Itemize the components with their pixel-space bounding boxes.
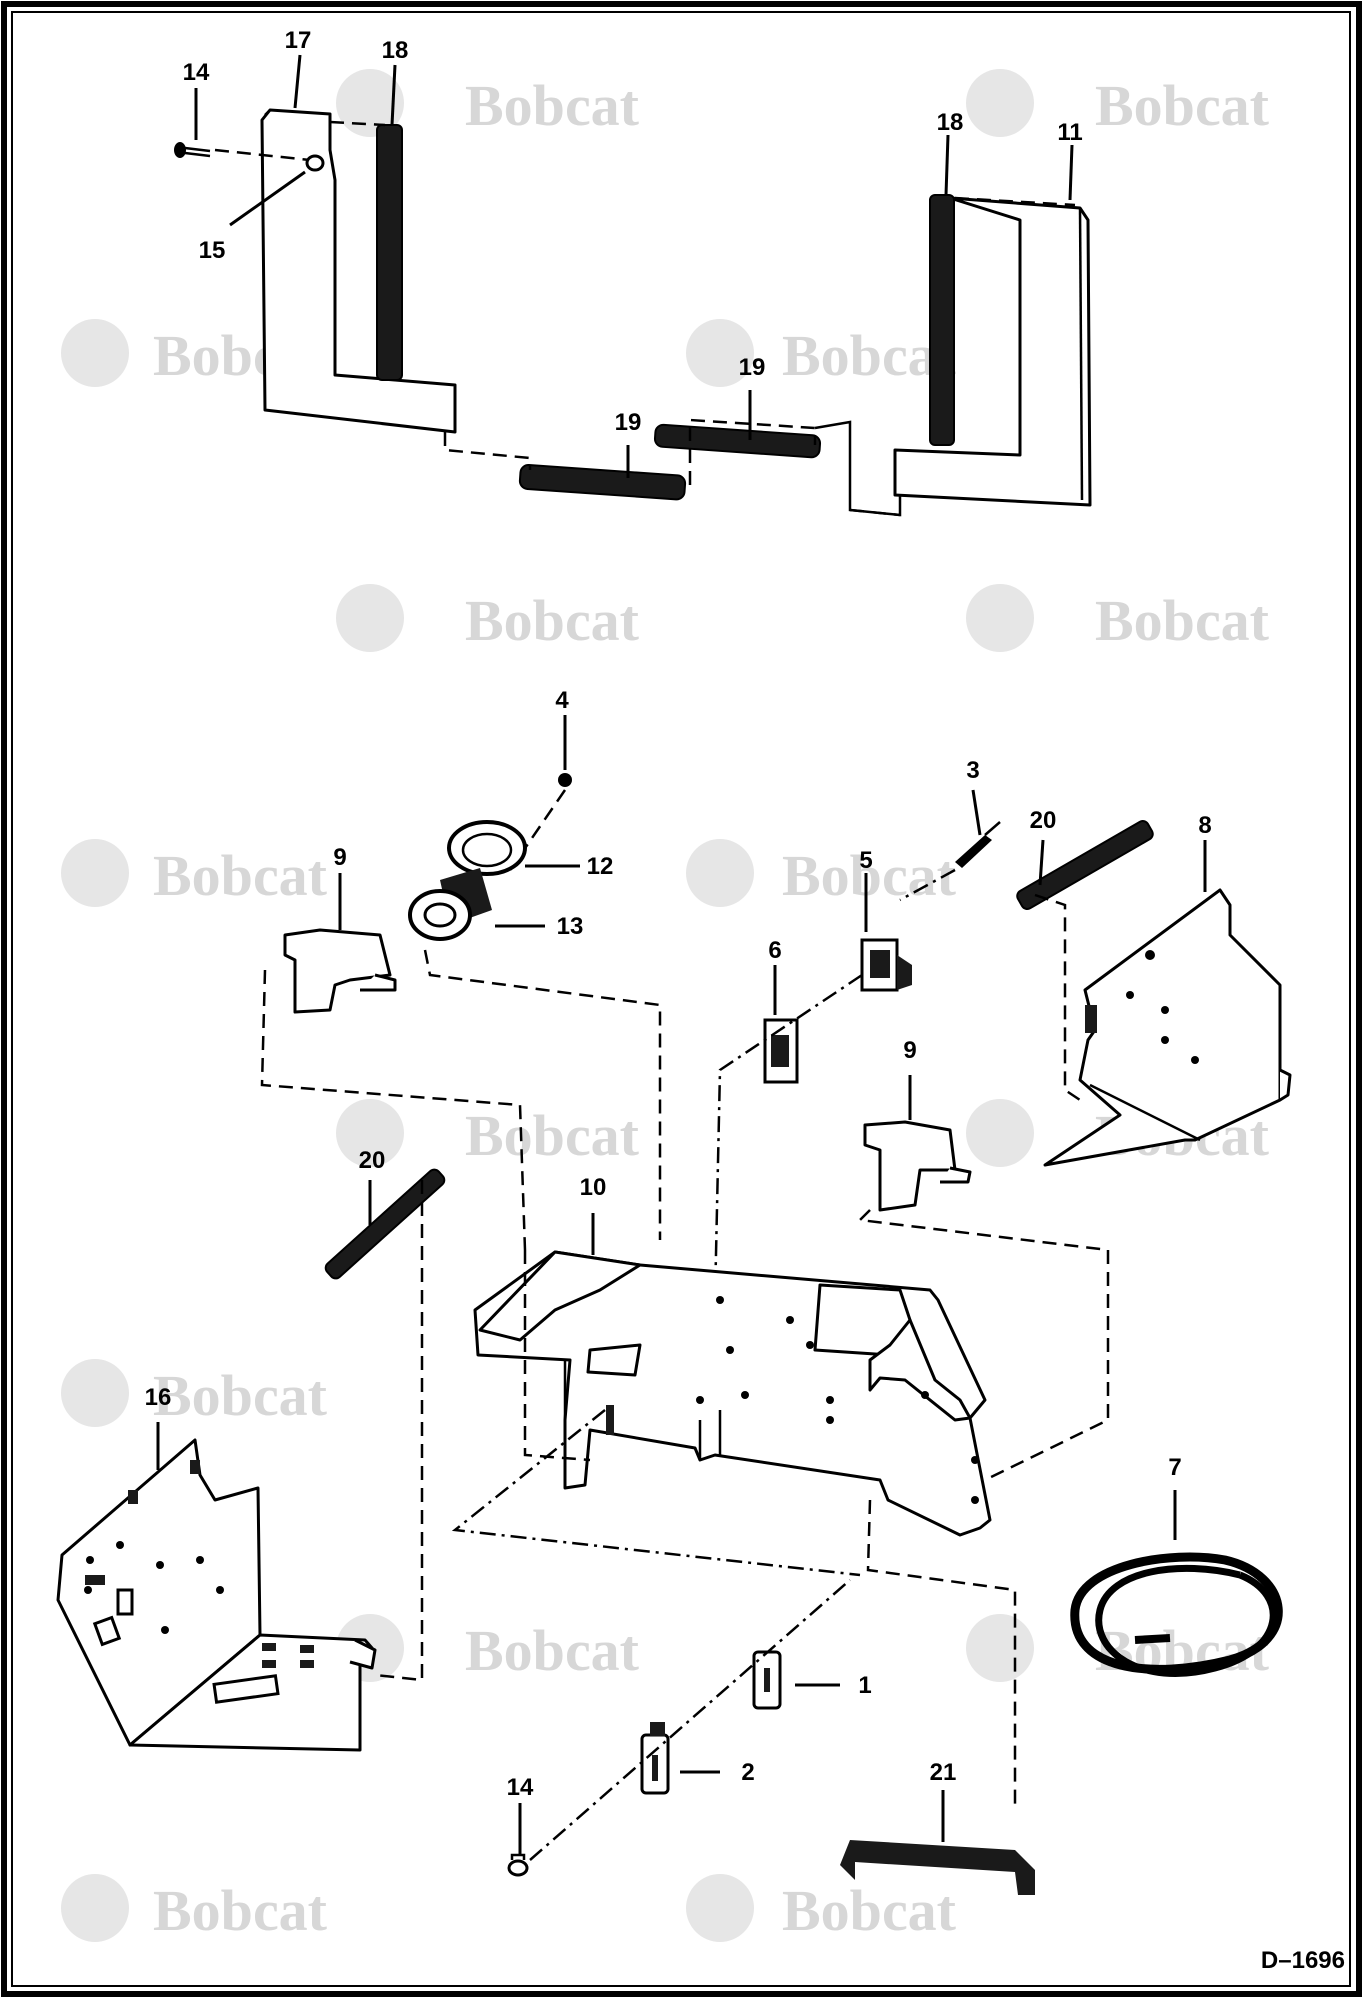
svg-text:Bobcat: Bobcat [1095,588,1270,653]
washer-15 [305,154,325,172]
callout-label: 6 [768,937,781,964]
watermark: Bobcat [61,1359,328,1428]
seal-strip-18-right [929,194,955,446]
drawing-code: D–1696 [1261,1947,1345,1974]
watermark: Bobcat [61,1874,328,1943]
seal-strip-18-left [376,124,403,381]
handle-21 [840,1840,1035,1895]
watermark: Bobcat [336,1099,640,1168]
svg-text:Bobcat: Bobcat [465,73,640,138]
bolt-14-top [174,142,211,158]
svg-text:Bobcat: Bobcat [1095,73,1270,138]
clip-2 [640,1722,670,1795]
main-panel-10 [473,1250,992,1537]
watermark: Bobcat [686,839,957,908]
callout-label: 5 [859,847,872,874]
callout-label: 9 [903,1037,916,1064]
bracket-9-right [863,1120,972,1212]
callout-label: 17 [285,27,312,54]
svg-text:Bobcat: Bobcat [465,1618,640,1683]
hose-7 [1070,1552,1283,1677]
callout-label: 16 [145,1384,172,1411]
seal-strip-20-lower [324,1168,446,1280]
callout-label: 15 [199,237,226,264]
callout-label: 4 [555,687,569,714]
svg-text:Bobcat: Bobcat [153,1878,328,1943]
seal-strip-19-lower [518,463,687,501]
right-side-panel-11 [893,196,1092,507]
seal-strip-19-upper [653,423,822,459]
switch-5 [860,938,912,992]
callout-label: 10 [580,1174,607,1201]
drawing-border-inner [11,11,1351,1987]
callout-label: 14 [507,1774,534,1801]
watermark: Bobcat [336,584,640,653]
gauge-body-13 [408,868,492,941]
watermark: Bobcat [61,839,328,908]
screw-14-bottom [507,1853,529,1877]
watermark: Bobcat [686,319,957,388]
callout-label: 19 [615,409,642,436]
svg-text:Bobcat: Bobcat [782,843,957,908]
callout-label: 14 [183,59,210,86]
svg-text:Bobcat: Bobcat [153,843,328,908]
callout-label: 8 [1198,812,1211,839]
svg-text:Bobcat: Bobcat [465,588,640,653]
gauge-bezel-12 [447,820,527,876]
callout-label: 1 [858,1672,871,1699]
callout-label: 20 [359,1147,386,1174]
svg-text:Bobcat: Bobcat [465,1103,640,1168]
watermark: Bobcat [686,1874,957,1943]
switch-6 [763,1018,799,1084]
callout-label: 9 [333,844,346,871]
callout-labels: 14 17 18 15 18 11 19 19 4 3 20 8 9 12 13… [145,27,1212,1801]
watermark: Bobcat [336,1614,640,1683]
svg-text:Bobcat: Bobcat [782,323,957,388]
plate-16 [56,1438,377,1752]
bracket-8 [1043,888,1292,1167]
bracket-9-left [283,928,397,1014]
callout-label: 12 [587,853,614,880]
watermark: Bobcat [966,69,1270,138]
watermark: Bobcat [336,69,640,138]
callout-label: 7 [1168,1454,1181,1481]
watermark: Bobcat [966,584,1270,653]
callout-label: 19 [739,354,766,381]
callout-label: 18 [937,109,964,136]
callout-label: 3 [966,757,979,784]
leader-lines [156,54,1207,1855]
callout-label: 13 [557,913,584,940]
callout-label: 2 [741,1759,754,1786]
watermarks: Bobcat Bobcat Bobcat Bobcat Bobcat Bobca… [61,69,1270,1943]
svg-text:Bobcat: Bobcat [782,1878,957,1943]
screw-3 [955,821,1001,868]
seal-strip-20-upper [1016,820,1154,910]
top-assembly-dashes [214,120,1076,517]
callout-label: 21 [930,1759,957,1786]
svg-text:Bobcat: Bobcat [153,1363,328,1428]
nut-4 [558,773,572,787]
callout-label: 11 [1057,119,1082,146]
callout-label: 18 [382,37,409,64]
callout-label: 20 [1030,807,1057,834]
watermark: Bobcat [966,1614,1270,1683]
